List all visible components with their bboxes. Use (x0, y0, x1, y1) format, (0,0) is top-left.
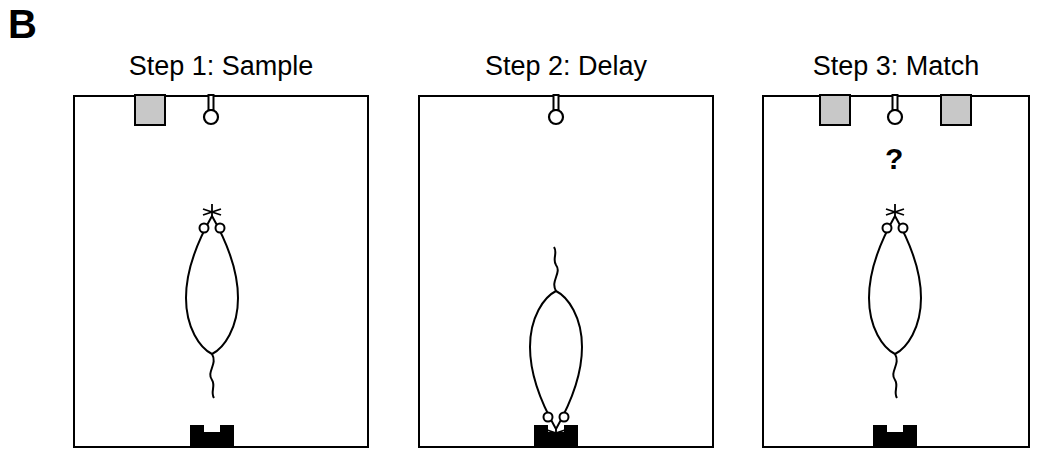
question-mark: ? (885, 142, 903, 176)
panel-title: Step 1: Sample (35, 51, 407, 82)
panel-letter: B (8, 2, 37, 47)
panel-title: Step 2: Delay (380, 51, 752, 82)
panel-title: Step 3: Match (724, 51, 1038, 82)
